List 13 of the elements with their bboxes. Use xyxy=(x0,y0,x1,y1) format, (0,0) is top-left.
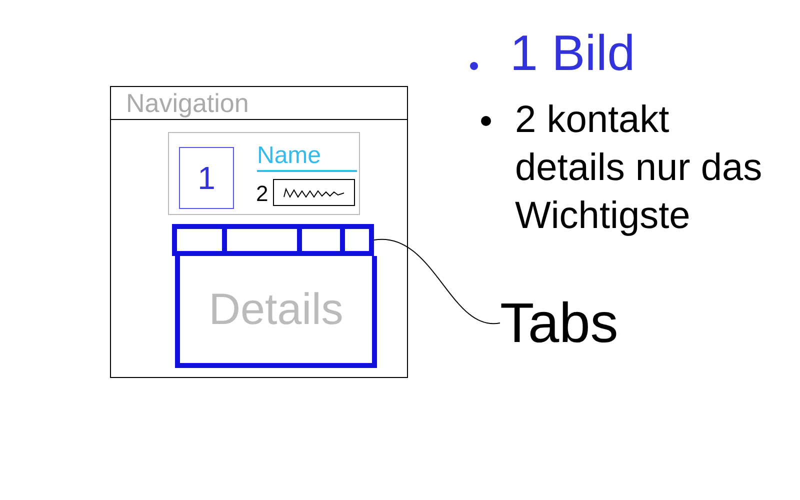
leader-line xyxy=(374,239,500,324)
annotation-text: Tabs xyxy=(500,290,650,356)
field-number: 2 xyxy=(256,180,268,207)
name-label: Name xyxy=(257,142,357,172)
details-panel xyxy=(175,256,377,368)
image-number: 1 xyxy=(198,159,216,198)
page-frame xyxy=(110,86,408,378)
details-text: Details xyxy=(208,284,344,336)
nav-text: Navigation xyxy=(125,88,249,118)
note-text: 1 Bild xyxy=(510,24,636,83)
picture-frame xyxy=(179,147,234,209)
note-text: 2 kontakt details nur das Wichtigste xyxy=(515,98,764,239)
header-panel xyxy=(168,132,360,215)
